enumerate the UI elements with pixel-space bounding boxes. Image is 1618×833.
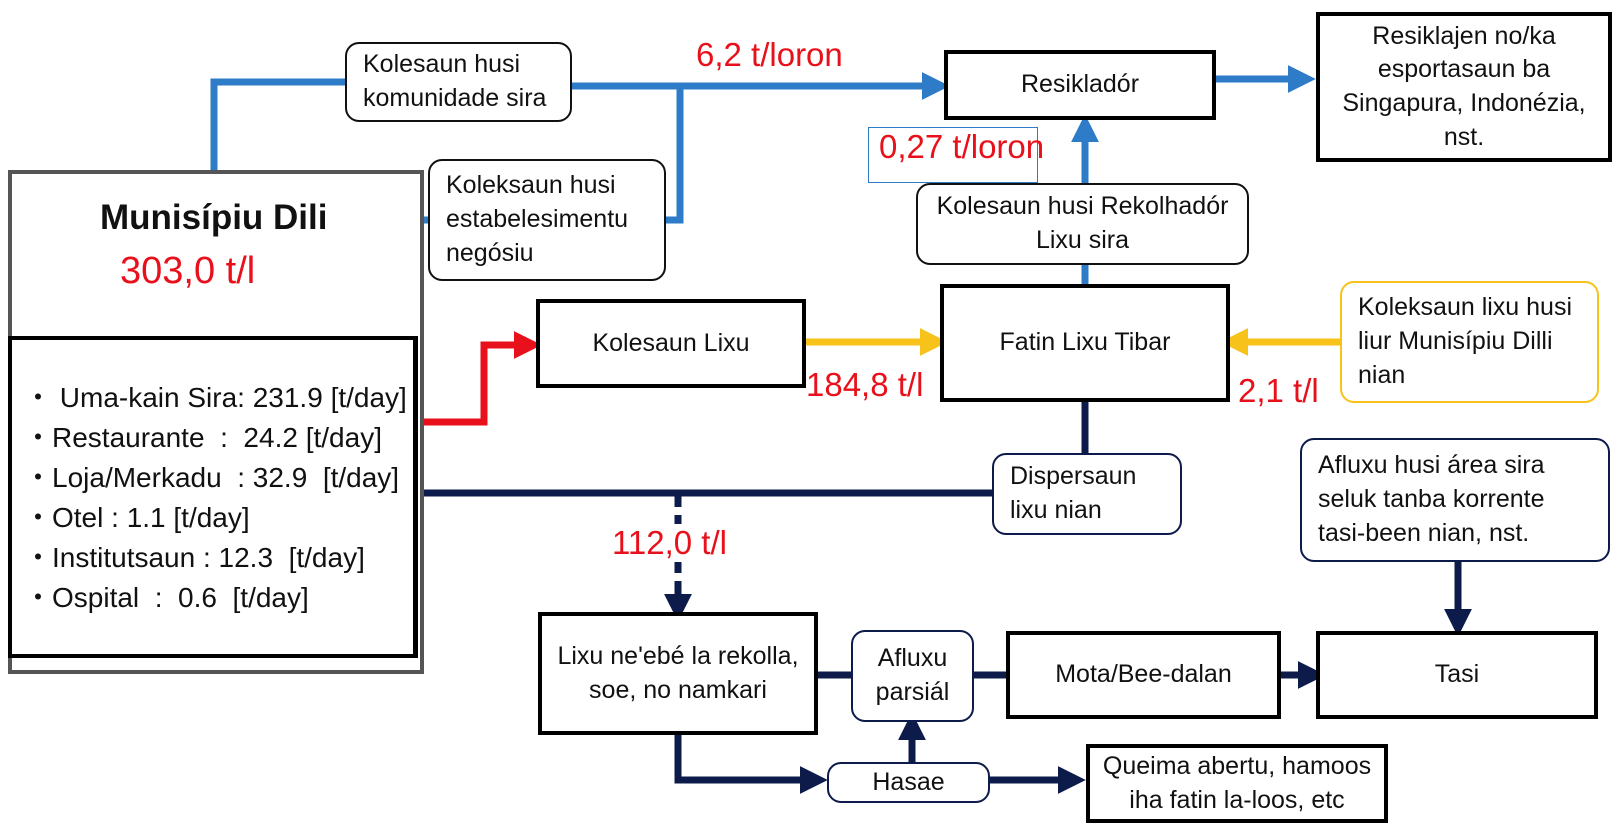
- tibar-landfill-node: Fatin Lixu Tibar: [940, 284, 1230, 402]
- arrow-uncollected-to-burning: [674, 735, 828, 794]
- outside-collection-node: Koleksaun lixu husi liur Munisípiu Dilli…: [1340, 281, 1599, 403]
- waste-dispersal-node: Dispersaun lixu nian: [992, 453, 1182, 535]
- recycling-flow-label: 6,2 t/loron: [696, 36, 843, 73]
- export-node: Resiklajen no/ka esportasaun ba Singapur…: [1316, 12, 1612, 162]
- source-item: ・Loja/Merkadu : 32.9 [t/day]: [24, 462, 400, 493]
- uncollected-flow-label: 112,0 t/l: [612, 524, 727, 562]
- partial-outflow-node: Afluxu parsiál: [851, 630, 974, 722]
- uncollected-waste-node: Lixu ne'ebé la rekolla, soe, no namkari: [538, 612, 818, 735]
- scavenger-flow-label: 0,27 t/loron: [868, 127, 1044, 183]
- municipality-title: Munisípiu Dili: [100, 198, 328, 237]
- waste-sources-panel: [8, 336, 418, 658]
- business-collection-node: Koleksaun husi estabelesimentu negósiu: [428, 159, 666, 281]
- burning-node: Hasae: [827, 762, 990, 803]
- source-item: ・Restaurante : 24.2 [t/day]: [24, 422, 382, 453]
- outflow-source-node: Afluxu husi área sira seluk tanba korren…: [1300, 438, 1610, 562]
- open-burning-node: Queima abertu, hamoos iha fatin la-loos,…: [1086, 744, 1388, 823]
- arrow-municipality-to-community: [210, 78, 345, 170]
- arrow-business-to-recycling-line: [665, 86, 684, 224]
- outside-flow-label: 2,1 t/l: [1238, 372, 1319, 409]
- rivers-node: Mota/Bee-dalan: [1006, 631, 1281, 719]
- recycler-node: Resikladór: [944, 50, 1216, 120]
- source-item: ・Otel : 1.1 [t/day]: [24, 502, 250, 533]
- source-item: ・Ospital : 0.6 [t/day]: [24, 582, 309, 613]
- waste-sources-list: ・ Uma-kain Sira: 231.9 [t/day] ・Restaura…: [24, 378, 407, 618]
- source-item: ・ Uma-kain Sira: 231.9 [t/day]: [24, 382, 407, 413]
- community-collection-node: Kolesaun husi komunidade sira: [345, 42, 572, 122]
- sea-node: Tasi: [1316, 631, 1598, 719]
- arrow-municipality-to-collection: [424, 331, 542, 426]
- waste-collection-node: Kolesaun Lixu: [536, 299, 806, 388]
- scavenger-collection-node: Kolesaun husi Rekolhadór Lixu sira: [916, 183, 1249, 265]
- source-item: ・Institutsaun : 12.3 [t/day]: [24, 542, 365, 573]
- collected-flow-label: 184,8 t/l: [806, 366, 924, 403]
- municipality-total: 303,0 t/l: [120, 250, 256, 292]
